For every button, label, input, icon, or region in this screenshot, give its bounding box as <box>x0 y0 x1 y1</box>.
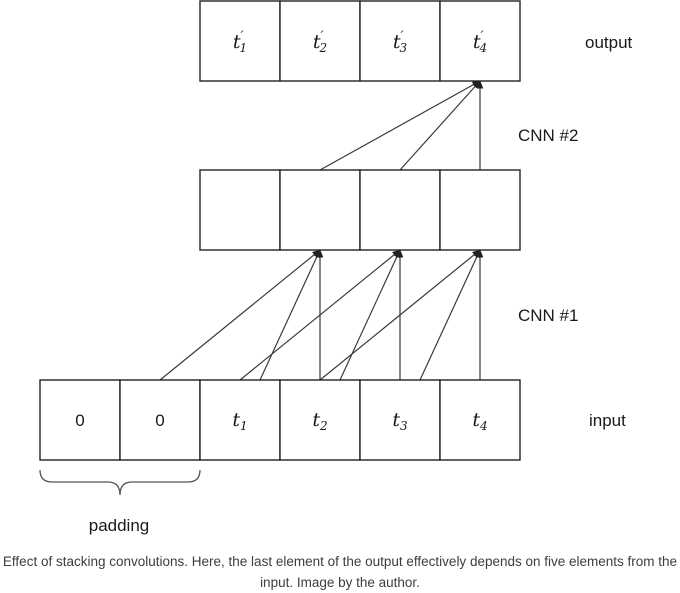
output-label: output <box>585 33 633 52</box>
padding-brace <box>39 469 201 496</box>
connection-line <box>159 249 321 381</box>
connection-line <box>319 80 481 171</box>
padding-label: padding <box>89 516 150 535</box>
output-symbol: t′4 <box>473 29 487 55</box>
output-symbol: t′3 <box>393 29 408 55</box>
cnn2-label: CNN #2 <box>518 126 578 145</box>
input-symbol: t1 <box>232 409 247 433</box>
input-cell <box>359 379 441 461</box>
output-row: t′1 t′2 t′3 t′4 <box>199 0 521 82</box>
output-cell <box>439 0 521 82</box>
figure-caption: Effect of stacking convolutions. Here, t… <box>2 554 678 590</box>
stacked-convolution-diagram: t′1 t′2 t′3 t′4 output CNN #2 CNN #1 0 0… <box>39 0 633 535</box>
input-cell <box>279 379 361 461</box>
input-cell <box>439 379 521 461</box>
padding-zero: 0 <box>155 411 164 430</box>
hidden-cell <box>359 169 441 251</box>
hidden-row <box>199 169 521 251</box>
input-symbol: t4 <box>472 409 487 433</box>
padding-zero: 0 <box>75 411 84 430</box>
input-label: input <box>589 411 626 430</box>
hidden-cell <box>279 169 361 251</box>
connection-line <box>319 249 481 381</box>
hidden-cell <box>439 169 521 251</box>
cnn1-connections <box>159 249 484 381</box>
input-cell-padding <box>119 379 201 461</box>
input-cell <box>199 379 281 461</box>
hidden-cell <box>199 169 281 251</box>
output-cell <box>199 0 281 82</box>
connection-line <box>239 249 401 381</box>
input-row: 0 0 t1 t2 t3 t4 <box>39 379 521 461</box>
connection-line <box>399 80 481 171</box>
input-cell-padding <box>39 379 121 461</box>
input-symbol: t2 <box>312 409 327 433</box>
connection-line <box>259 249 321 381</box>
output-symbol: t′2 <box>313 29 327 55</box>
connection-line <box>419 249 481 381</box>
connection-line <box>339 249 401 381</box>
cnn1-label: CNN #1 <box>518 306 578 325</box>
input-symbol: t3 <box>392 409 408 433</box>
output-symbol: t′1 <box>233 29 247 55</box>
cnn2-connections <box>319 80 484 171</box>
